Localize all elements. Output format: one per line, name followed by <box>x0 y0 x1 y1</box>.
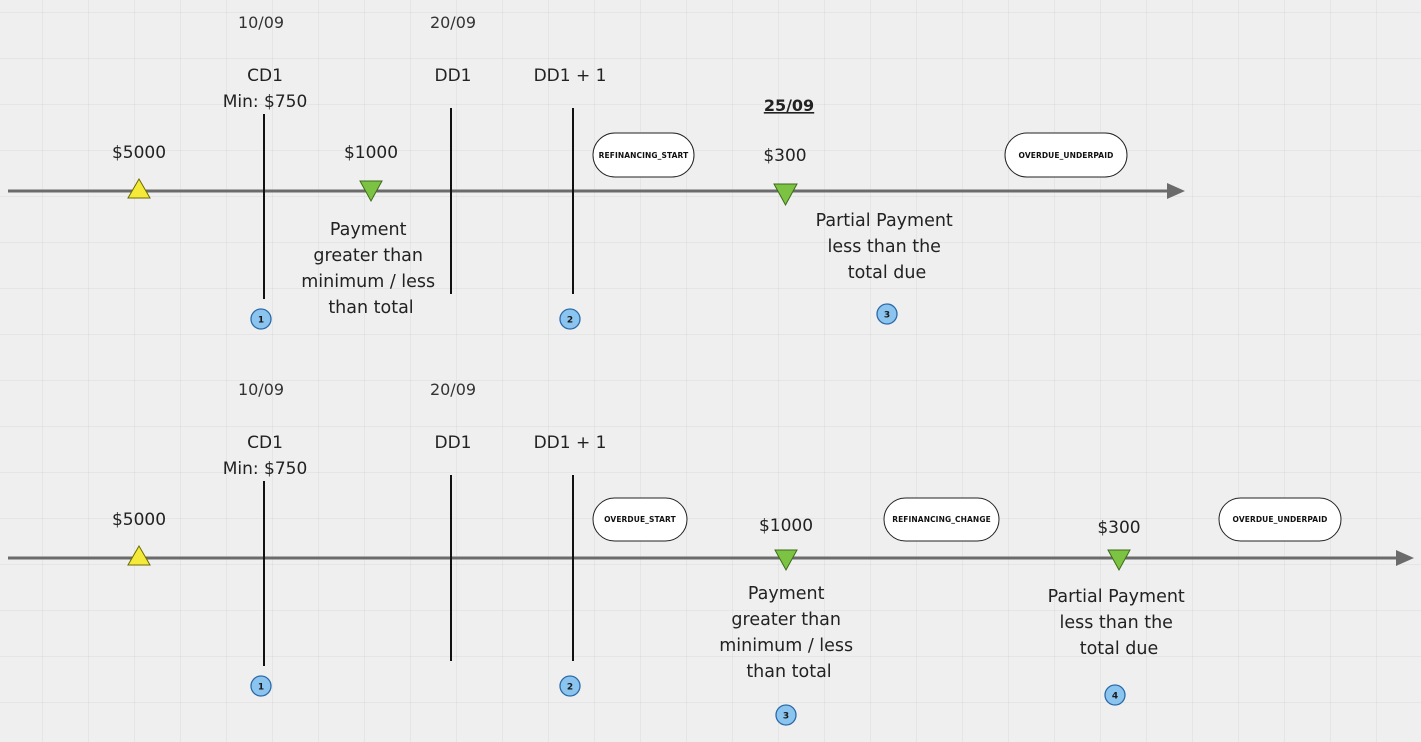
timeline-1-cd1-label: CD1 <box>247 66 283 86</box>
timeline-1-arrowhead <box>1167 183 1185 199</box>
timeline-1-date-1: 10/09 <box>238 13 284 32</box>
timeline-1-amount-5000: $5000 <box>112 143 166 163</box>
timeline-2-date-1: 10/09 <box>238 380 284 399</box>
timeline-1-state-refinancing-start: REFINANCING_START <box>592 132 695 178</box>
svg-text:REFINANCING_START: REFINANCING_START <box>599 151 689 160</box>
svg-text:OVERDUE_UNDERPAID: OVERDUE_UNDERPAID <box>1019 151 1114 160</box>
timeline-2-note-partial: Partial Payment less than the total due <box>1048 587 1191 659</box>
timeline-2-badge-3: 3 <box>775 704 797 726</box>
timeline-1-bold-date: 25/09 <box>764 96 814 115</box>
timeline-1-note-partial: Partial Payment less than the total due <box>816 211 959 283</box>
svg-text:2: 2 <box>567 316 573 326</box>
timeline-2-amount-5000: $5000 <box>112 510 166 530</box>
svg-text:1: 1 <box>258 316 264 326</box>
timeline-2-state-overdue-start: OVERDUE_START <box>592 497 688 542</box>
timeline-1-amount-300: $300 <box>763 146 806 166</box>
timeline-2-badge-1: 1 <box>250 675 272 697</box>
timeline-2-partial-down-triangle <box>1107 549 1131 572</box>
timeline-1-payment-down-triangle <box>359 180 383 203</box>
timeline-1-note-payment: Payment greater than minimum / less than… <box>301 220 441 318</box>
timeline-1-state-overdue-underpaid: OVERDUE_UNDERPAID <box>1004 132 1128 178</box>
svg-text:1: 1 <box>258 683 264 693</box>
timeline-1-dd1-label: DD1 <box>435 66 472 86</box>
timeline-1-dd1plus1-label: DD1 + 1 <box>534 66 607 86</box>
timeline-1-badge-1: 1 <box>250 308 272 330</box>
timeline-2-arrowhead <box>1396 550 1414 566</box>
timeline-1: 10/09 20/09 CD1 Min: $750 DD1 DD1 + 1 25… <box>8 13 1185 330</box>
svg-text:OVERDUE_START: OVERDUE_START <box>604 515 676 524</box>
timeline-2-payment-down-triangle <box>774 549 798 572</box>
timeline-2-badge-4: 4 <box>1104 684 1126 706</box>
svg-text:REFINANCING_CHANGE: REFINANCING_CHANGE <box>892 515 991 524</box>
timeline-2-dd1-label: DD1 <box>435 433 472 453</box>
timeline-1-partial-down-triangle <box>773 183 798 207</box>
svg-text:2: 2 <box>567 683 573 693</box>
timeline-2-note-payment: Payment greater than minimum / less than… <box>719 584 859 682</box>
timeline-1-badge-3: 3 <box>876 303 898 325</box>
svg-text:3: 3 <box>884 311 890 321</box>
timeline-2-date-2: 20/09 <box>430 380 476 399</box>
timeline-2-cd1-label: CD1 <box>247 433 283 453</box>
timeline-2-amount-300: $300 <box>1097 518 1140 538</box>
timeline-1-amount-1000: $1000 <box>344 143 398 163</box>
timeline-2-state-overdue-underpaid: OVERDUE_UNDERPAID <box>1218 497 1342 542</box>
timeline-1-date-2: 20/09 <box>430 13 476 32</box>
svg-text:4: 4 <box>1112 692 1118 702</box>
timeline-1-min-label: Min: $750 <box>223 92 308 112</box>
timeline-2-dd1plus1-label: DD1 + 1 <box>534 433 607 453</box>
timeline-1-badge-2: 2 <box>559 308 581 330</box>
timeline-2-badge-2: 2 <box>559 675 581 697</box>
timeline-1-deposit-up-triangle <box>127 178 151 199</box>
timeline-2-deposit-up-triangle <box>127 545 151 566</box>
timeline-2-state-refinancing-change: REFINANCING_CHANGE <box>883 497 1000 542</box>
timeline-2: 10/09 20/09 CD1 Min: $750 DD1 DD1 + 1 $5… <box>8 380 1414 726</box>
timeline-2-amount-1000: $1000 <box>759 516 813 536</box>
timeline-2-min-label: Min: $750 <box>223 459 308 479</box>
svg-text:OVERDUE_UNDERPAID: OVERDUE_UNDERPAID <box>1233 515 1328 524</box>
svg-text:3: 3 <box>783 712 789 722</box>
